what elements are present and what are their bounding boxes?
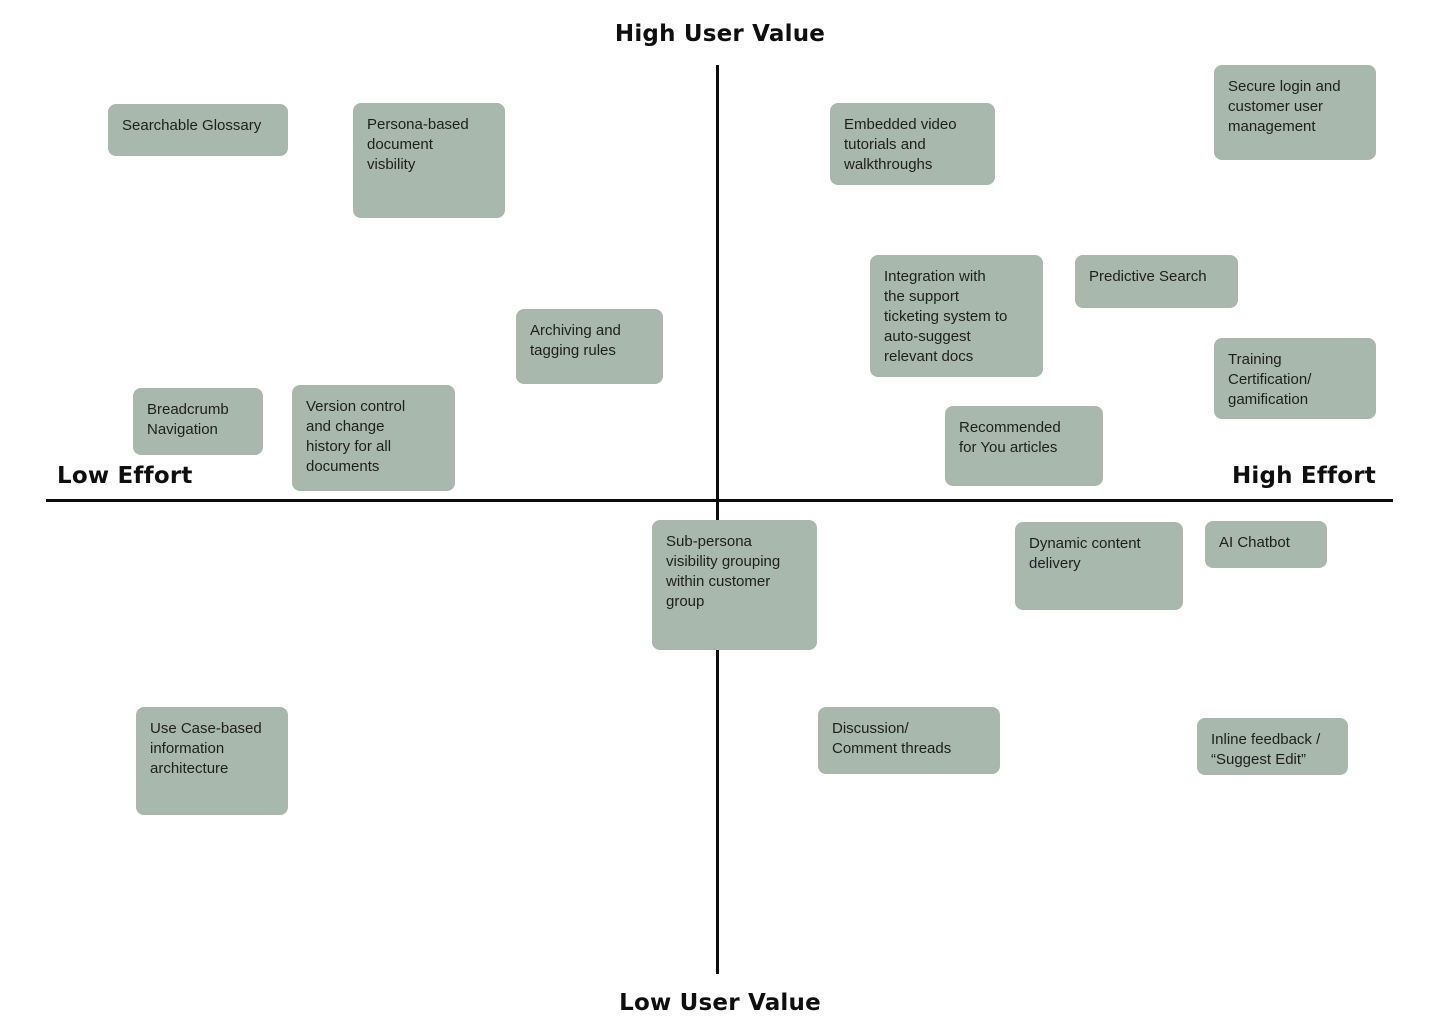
- axis-label-low-user-value: Low User Value: [619, 990, 821, 1016]
- sticky-note-version-control-change-history[interactable]: Version control and change history for a…: [292, 385, 455, 491]
- sticky-note-predictive-search[interactable]: Predictive Search: [1075, 255, 1238, 308]
- horizontal-axis-line: [46, 499, 1393, 502]
- vertical-axis-line: [716, 65, 719, 974]
- sticky-note-dynamic-content-delivery[interactable]: Dynamic content delivery: [1015, 522, 1183, 610]
- axis-label-high-effort: High Effort: [1231, 463, 1376, 489]
- sticky-note-integration-support-ticketing[interactable]: Integration with the support ticketing s…: [870, 255, 1043, 377]
- axis-label-low-effort: Low Effort: [57, 463, 193, 489]
- sticky-note-discussion-comment-threads[interactable]: Discussion/ Comment threads: [818, 707, 1000, 774]
- sticky-note-searchable-glossary[interactable]: Searchable Glossary: [108, 104, 288, 156]
- sticky-note-breadcrumb-navigation[interactable]: Breadcrumb Navigation: [133, 388, 263, 455]
- sticky-note-archiving-tagging-rules[interactable]: Archiving and tagging rules: [516, 309, 663, 384]
- axis-label-high-user-value: High User Value: [614, 21, 826, 47]
- sticky-note-persona-based-document-visbility[interactable]: Persona-based document visbility: [353, 103, 505, 218]
- sticky-note-embedded-video-tutorials[interactable]: Embedded video tutorials and walkthrough…: [830, 103, 995, 185]
- sticky-note-ai-chatbot[interactable]: AI Chatbot: [1205, 521, 1327, 568]
- sticky-note-use-case-based-information-architecture[interactable]: Use Case-based information architecture: [136, 707, 288, 815]
- sticky-note-inline-feedback-suggest-edit[interactable]: Inline feedback / “Suggest Edit”: [1197, 718, 1348, 775]
- sticky-note-sub-persona-visibility-grouping[interactable]: Sub-persona visibility grouping within c…: [652, 520, 817, 650]
- sticky-note-recommended-for-you-articles[interactable]: Recommended for You articles: [945, 406, 1103, 486]
- sticky-note-training-certification-gamification[interactable]: Training Certification/ gamification: [1214, 338, 1376, 419]
- sticky-note-secure-login-customer-user-management[interactable]: Secure login and customer user managemen…: [1214, 65, 1376, 160]
